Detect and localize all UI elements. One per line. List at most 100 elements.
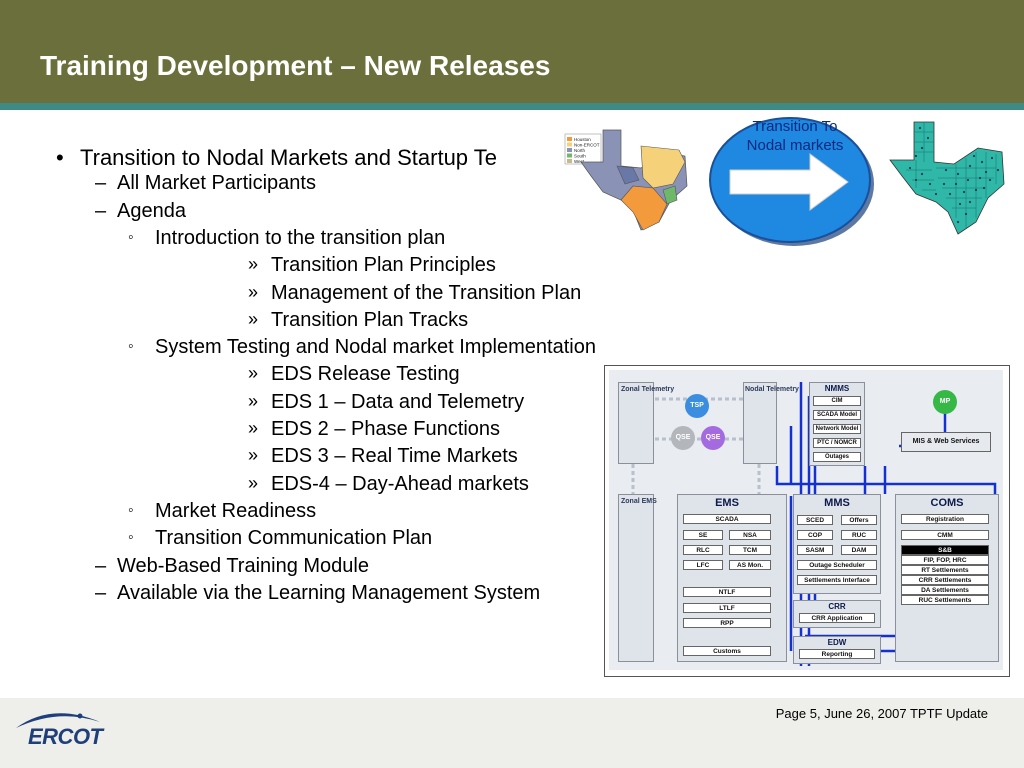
mp-node: MP (933, 390, 957, 414)
bullet-marker: » (248, 308, 259, 329)
bullet-marker: » (248, 418, 259, 438)
node-dot (934, 192, 938, 196)
bullet-item-level-4: EDS 2 – Phase Functions (271, 418, 501, 440)
ercot-logo: ERCOT (28, 724, 103, 749)
nmms-item: PTC / NOMCR (813, 438, 861, 448)
zonal-ems-label: Zonal EMS (621, 498, 657, 505)
node-dot (988, 178, 992, 182)
transition-label: Transition To Nodal markets (746, 118, 844, 154)
nodal-texas-map (889, 121, 1005, 235)
zonal-ems-box (618, 494, 654, 662)
ems-se: SE (683, 530, 723, 540)
bullet-item-level-2: Agenda (117, 199, 186, 222)
legend-swatch (567, 159, 572, 163)
bullet-marker: • (56, 145, 64, 170)
ems-ltlf: LTLF (683, 603, 771, 613)
node-dot (920, 146, 924, 150)
node-dot (918, 126, 922, 130)
bullet-marker: ◦ (128, 501, 134, 519)
bullet-marker: » (248, 445, 259, 466)
ems-tcm: TCM (729, 545, 771, 555)
nmms-title: NMMS (824, 384, 850, 393)
ems-as-mon: AS Mon. (729, 560, 771, 570)
nmms-item: CIM (813, 396, 861, 406)
bullet-item-level-2: Web-Based Training Module (117, 554, 369, 577)
mms-cop: COP (797, 530, 833, 540)
node-dot (958, 202, 962, 206)
edw-reporting: Reporting (799, 649, 875, 659)
bullet-item-level-3: Transition Communication Plan (155, 527, 433, 550)
bullet-marker: ◦ (128, 529, 134, 547)
bullet-marker: » (248, 390, 259, 411)
bullet-marker: – (95, 554, 107, 577)
node-dot (990, 156, 994, 160)
node-dot (928, 182, 932, 186)
ems-scada: SCADA (683, 514, 771, 524)
node-dot (966, 178, 970, 182)
system-architecture-diagram: Zonal Telemetry Nodal Telemetry Zonal EM… (604, 365, 1010, 677)
node-dot (968, 200, 972, 204)
node-dot (920, 172, 924, 176)
mms-settlements-interface: Settlements Interface (797, 575, 877, 585)
node-dot (948, 192, 952, 196)
legend-swatch (567, 153, 572, 158)
bullet-item-level-4: EDS Release Testing (271, 363, 460, 386)
zone-central (616, 165, 640, 185)
bullet-item-level-4: EDS-4 – Day-Ahead markets (271, 472, 529, 495)
ems-ntlf: NTLF (683, 587, 771, 597)
bullet-marker: » (248, 254, 259, 275)
mms-offers: Offers (841, 515, 877, 525)
ems-rlc: RLC (683, 545, 723, 555)
node-dot (978, 176, 982, 180)
bullet-item-level-2: Available via the Learning Management Sy… (117, 581, 541, 604)
node-dot (962, 190, 966, 194)
bullet-marker: ◦ (128, 338, 134, 356)
node-dot (972, 154, 976, 158)
legend-swatch (567, 142, 572, 147)
bullet-item-level-3: Introduction to the transition plan (155, 226, 446, 249)
legend-label: Houston (574, 137, 591, 142)
node-dot (984, 170, 988, 174)
node-dot (996, 168, 1000, 172)
legend-swatch (567, 148, 572, 152)
zonal-telemetry-box (618, 382, 654, 464)
coms-item: RT Settlements (901, 565, 989, 575)
title-divider (0, 103, 1024, 110)
node-dot (908, 166, 912, 170)
coms-item: RUC Settlements (901, 595, 989, 605)
mms-title: MMS (824, 497, 850, 509)
legend-swatch (567, 137, 572, 141)
qse-node-purple: QSE (701, 426, 725, 450)
node-dot (914, 154, 918, 158)
footer-bar (0, 698, 1024, 768)
tsp-node: TSP (685, 394, 709, 418)
bullet-item-level-4: EDS 3 – Real Time Markets (271, 445, 518, 468)
mms-outage-scheduler: Outage Scheduler (797, 560, 877, 570)
ems-nsa: NSA (729, 530, 771, 540)
nodal-telemetry-label: Nodal Telemetry (745, 386, 799, 393)
coms-item: S&B (901, 545, 989, 555)
node-dot (980, 160, 984, 164)
zone-houston (662, 185, 678, 205)
node-dot (968, 164, 972, 168)
bullet-item-level-4: Transition Plan Tracks (271, 308, 469, 331)
bullet-item-level-1: Transition to Nodal Markets and Startup … (80, 145, 497, 170)
bullet-item-level-4: Transition Plan Principles (271, 254, 496, 277)
coms-item: DA Settlements (901, 585, 989, 595)
bullet-item-level-3: Market Readiness (155, 499, 317, 522)
edw-title: EDW (827, 638, 847, 647)
bullet-marker: ◦ (128, 228, 134, 246)
zone-south (620, 185, 668, 231)
legend-label: North (574, 148, 586, 153)
coms-item: CRR Settlements (901, 575, 989, 585)
legend-label: South (574, 154, 586, 159)
coms-title: COMS (930, 497, 964, 509)
node-dot (956, 172, 960, 176)
mis-web-services-box: MIS & Web Services (901, 432, 991, 452)
mms-ruc: RUC (841, 530, 877, 540)
nmms-item: SCADA Model (813, 410, 861, 420)
bullet-marker: – (95, 581, 107, 604)
coms-item: Registration (901, 514, 989, 524)
mms-dam: DAM (841, 545, 877, 555)
nodal-telemetry-box (743, 382, 777, 464)
